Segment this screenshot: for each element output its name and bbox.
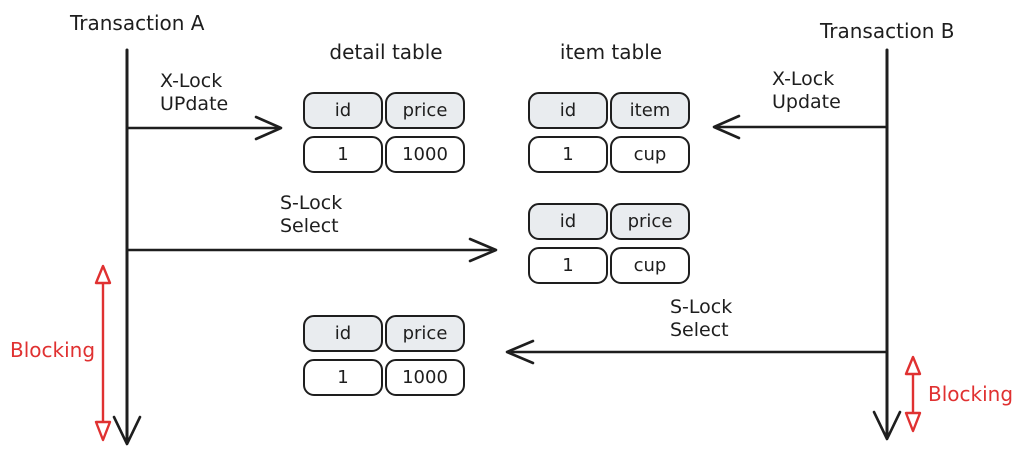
msg-b-slock-action: Select — [670, 319, 729, 341]
table-header-cell: id — [303, 315, 383, 352]
msg-b-slock-lock: S-Lock — [670, 296, 733, 318]
msg-b-slock-label: S-Lock Select — [670, 296, 732, 342]
table-header-cell: id — [528, 92, 608, 129]
table-data-cell: cup — [610, 136, 690, 173]
blocking-label-a: Blocking — [10, 338, 96, 362]
lifeline-b-line — [872, 48, 902, 441]
msg-a-slock-action: Select — [280, 215, 339, 237]
lifeline-a-line — [112, 48, 142, 446]
select-result-table-b: id price 1 1000 — [303, 315, 465, 396]
select-result-table-a: id price 1 cup — [528, 203, 690, 284]
msg-a-slock-lock: S-Lock — [280, 192, 343, 214]
table-data-cell: 1000 — [385, 136, 465, 173]
table-data-cell: 1 — [303, 136, 383, 173]
table-data-cell: 1000 — [385, 359, 465, 396]
lifeline-b-title: Transaction B — [820, 19, 955, 43]
table-header-cell: price — [610, 203, 690, 240]
arrow-a-slock-select — [126, 237, 498, 263]
blocking-span-b-arrow — [904, 355, 922, 433]
table-header-cell: price — [385, 92, 465, 129]
item-table: id item 1 cup — [528, 92, 690, 173]
item-table-title: item table — [559, 40, 663, 64]
lifeline-a-title: Transaction A — [70, 11, 205, 35]
msg-a-xlock-action: UPdate — [160, 93, 229, 115]
table-data-cell: 1 — [303, 359, 383, 396]
blocking-span-a-arrow — [94, 264, 112, 442]
msg-a-xlock-lock: X-Lock — [160, 70, 223, 92]
blocking-label-b: Blocking — [928, 382, 1014, 406]
table-header-cell: price — [385, 315, 465, 352]
table-header-cell: id — [303, 92, 383, 129]
table-header-cell: id — [528, 203, 608, 240]
msg-b-xlock-label: X-Lock Update — [772, 68, 841, 114]
arrow-b-xlock-update — [712, 114, 888, 140]
msg-b-xlock-action: Update — [772, 91, 841, 113]
arrow-a-xlock-update — [126, 115, 283, 141]
detail-table-title: detail table — [329, 40, 443, 64]
table-header-cell: item — [610, 92, 690, 129]
table-data-cell: cup — [610, 247, 690, 284]
table-data-cell: 1 — [528, 136, 608, 173]
msg-b-xlock-lock: X-Lock — [772, 68, 835, 90]
detail-table: id price 1 1000 — [303, 92, 465, 173]
msg-a-slock-label: S-Lock Select — [280, 192, 342, 238]
table-data-cell: 1 — [528, 247, 608, 284]
msg-a-xlock-label: X-Lock UPdate — [160, 70, 228, 116]
arrow-b-slock-select — [505, 339, 888, 365]
